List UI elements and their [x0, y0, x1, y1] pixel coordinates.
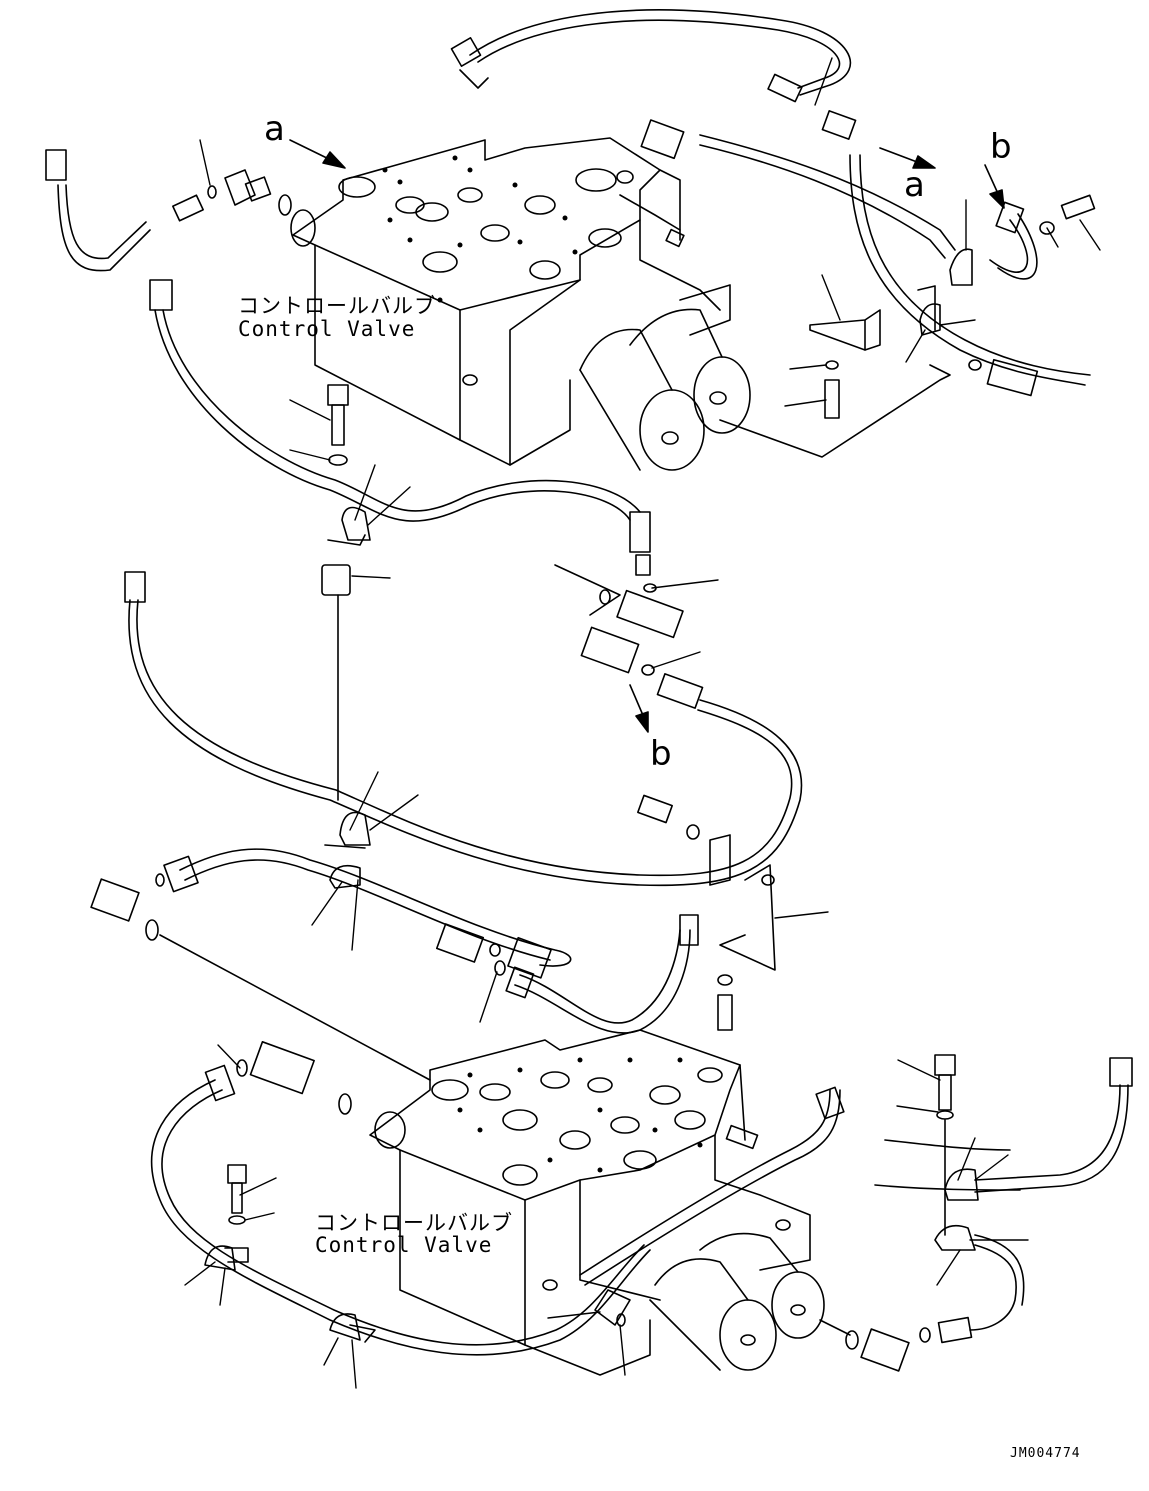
- hose-mid-left: [149, 279, 651, 576]
- fittings-middle: [554, 564, 684, 676]
- ref-label-a-right: a: [904, 165, 925, 205]
- clamp-stack-upper: [321, 384, 371, 801]
- ref-label-b-upper: b: [990, 127, 1012, 167]
- control-valve-lower-label-en: Control Valve: [315, 1233, 493, 1257]
- hose-bottom-left: [150, 1040, 845, 1356]
- ref-label-b-middle: b: [650, 734, 672, 774]
- control-valve-upper-label-jp: コントロールバルブ: [238, 294, 436, 318]
- control-valve-lower: [369, 1029, 910, 1376]
- document-id: JM004774: [1010, 1446, 1081, 1461]
- control-valve-lower-label-jp: コントロールバルブ: [315, 1211, 513, 1235]
- hose-upper-right: [640, 110, 1096, 458]
- leader-lines: [184, 57, 1101, 1389]
- control-valve-upper-label-en: Control Valve: [238, 317, 416, 341]
- hose-middle-loop: [124, 571, 803, 887]
- hose-bottom-right: [874, 1054, 1133, 1344]
- hose-top-arc: [450, 9, 851, 103]
- reference-arrows: [289, 139, 1005, 733]
- clamp-stack-middle: [324, 794, 776, 1031]
- ref-label-a-upper: a: [264, 109, 285, 149]
- control-valve-upper: [290, 137, 751, 471]
- hose-upper-left: [45, 149, 292, 272]
